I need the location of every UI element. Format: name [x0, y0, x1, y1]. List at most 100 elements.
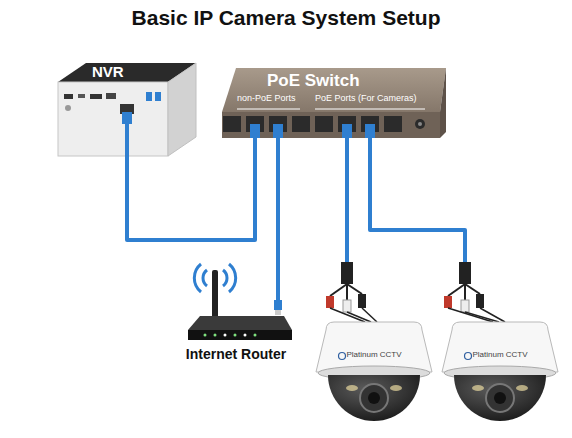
switch-box: PoE Switch non-PoE Ports PoE Ports (For Ca… — [215, 66, 447, 138]
poe-switch-device — [222, 68, 446, 112]
camera-pigtail — [444, 262, 505, 322]
poe-switch-device — [440, 68, 446, 138]
router-device — [274, 300, 282, 310]
camera-pigtail — [476, 294, 484, 308]
dome-camera — [472, 385, 484, 391]
brand-label: Platinum CCTV — [346, 350, 401, 359]
camera-box: Platinum CCTV — [442, 262, 558, 438]
dome-camera — [316, 322, 432, 421]
router-device — [204, 334, 207, 337]
nvr-device — [125, 124, 129, 160]
nvr-device — [168, 63, 196, 156]
camera-pigtail — [448, 308, 493, 322]
poe-switch-device — [342, 124, 352, 138]
camera-pigtail — [343, 300, 351, 312]
poe-switch-device — [384, 116, 402, 132]
port-group-label: non-PoE Ports — [237, 93, 296, 103]
router-device — [254, 334, 257, 337]
poe-switch-device — [315, 109, 425, 110]
camera-pigtail — [326, 262, 377, 322]
camera-pigtail — [464, 284, 466, 300]
camera-pigtail — [444, 296, 452, 308]
router-device — [224, 334, 227, 337]
camera-pigtail — [461, 300, 469, 312]
dome-camera — [390, 385, 402, 391]
ethernet-cable — [370, 138, 465, 262]
poe-switch-device — [292, 116, 310, 132]
camera-pigtail — [448, 284, 465, 296]
poe-switch-device — [222, 112, 440, 138]
dome-camera — [339, 353, 346, 360]
camera-pigtail — [362, 308, 377, 322]
dome-camera — [442, 322, 558, 421]
router-device — [212, 270, 218, 318]
nvr-device — [78, 94, 85, 98]
device-label: PoE Switch — [267, 71, 360, 91]
camera-pigtail — [330, 284, 347, 296]
diagram-title: Basic IP Camera System Setup — [0, 6, 572, 30]
poe-switch-device — [418, 122, 422, 126]
nvr-box: NVR — [52, 60, 197, 160]
dome-camera — [328, 375, 420, 421]
camera-pigtail — [480, 308, 505, 322]
nvr-device — [122, 112, 132, 124]
poe-switch-device — [223, 116, 241, 132]
camera-pigtail — [330, 308, 365, 322]
router-box: Internet Router — [178, 300, 294, 370]
nvr-device — [58, 63, 196, 160]
nvr-device — [155, 92, 161, 101]
dome-camera — [360, 384, 388, 412]
nvr-device — [58, 82, 168, 156]
camera-box: Platinum CCTV — [316, 262, 432, 438]
camera-pigtail — [465, 312, 499, 322]
brand-label: Platinum CCTV — [472, 350, 527, 359]
router-device — [223, 270, 227, 286]
ethernet-cable — [345, 138, 349, 262]
nvr-device — [90, 94, 102, 99]
dome-camera — [442, 322, 558, 372]
poe-switch-device — [415, 119, 425, 129]
router-device — [188, 316, 292, 330]
poe-switch-device — [365, 124, 375, 138]
device-label: Internet Router — [186, 346, 286, 362]
camera-pigtail — [341, 262, 353, 284]
nvr-device — [146, 92, 152, 101]
dome-camera — [368, 392, 380, 404]
dome-camera — [516, 385, 528, 391]
poe-switch-device — [273, 124, 283, 138]
router-device — [234, 334, 237, 337]
port-group-label: PoE Ports (For Cameras) — [315, 93, 417, 103]
poe-switch-device — [222, 68, 446, 138]
dome-camera — [486, 384, 514, 412]
camera-pigtail — [465, 284, 480, 294]
camera-pigtail — [347, 284, 362, 294]
ethernet-cable — [276, 138, 280, 300]
camera-pigtail — [358, 294, 366, 308]
ethernet-cable — [127, 138, 255, 240]
camera-pigtail — [346, 284, 348, 300]
device-label: NVR — [92, 63, 124, 80]
poe-switch-device — [250, 124, 260, 138]
dome-camera — [346, 385, 358, 391]
dome-camera — [454, 375, 546, 421]
dome-camera — [494, 392, 506, 404]
nvr-device — [65, 105, 71, 111]
poe-switch-device — [237, 109, 300, 110]
router-device — [244, 334, 247, 337]
camera-pigtail — [326, 296, 334, 308]
nvr-device — [64, 94, 73, 99]
nvr-device — [106, 93, 116, 99]
dome-camera — [316, 322, 432, 372]
router-device — [188, 330, 292, 340]
router-device — [275, 310, 281, 315]
dome-camera — [465, 353, 472, 360]
router-device — [229, 264, 236, 292]
router-device — [214, 334, 217, 337]
router-device — [203, 270, 207, 286]
camera-pigtail — [459, 262, 471, 284]
poe-switch-device — [315, 116, 333, 132]
